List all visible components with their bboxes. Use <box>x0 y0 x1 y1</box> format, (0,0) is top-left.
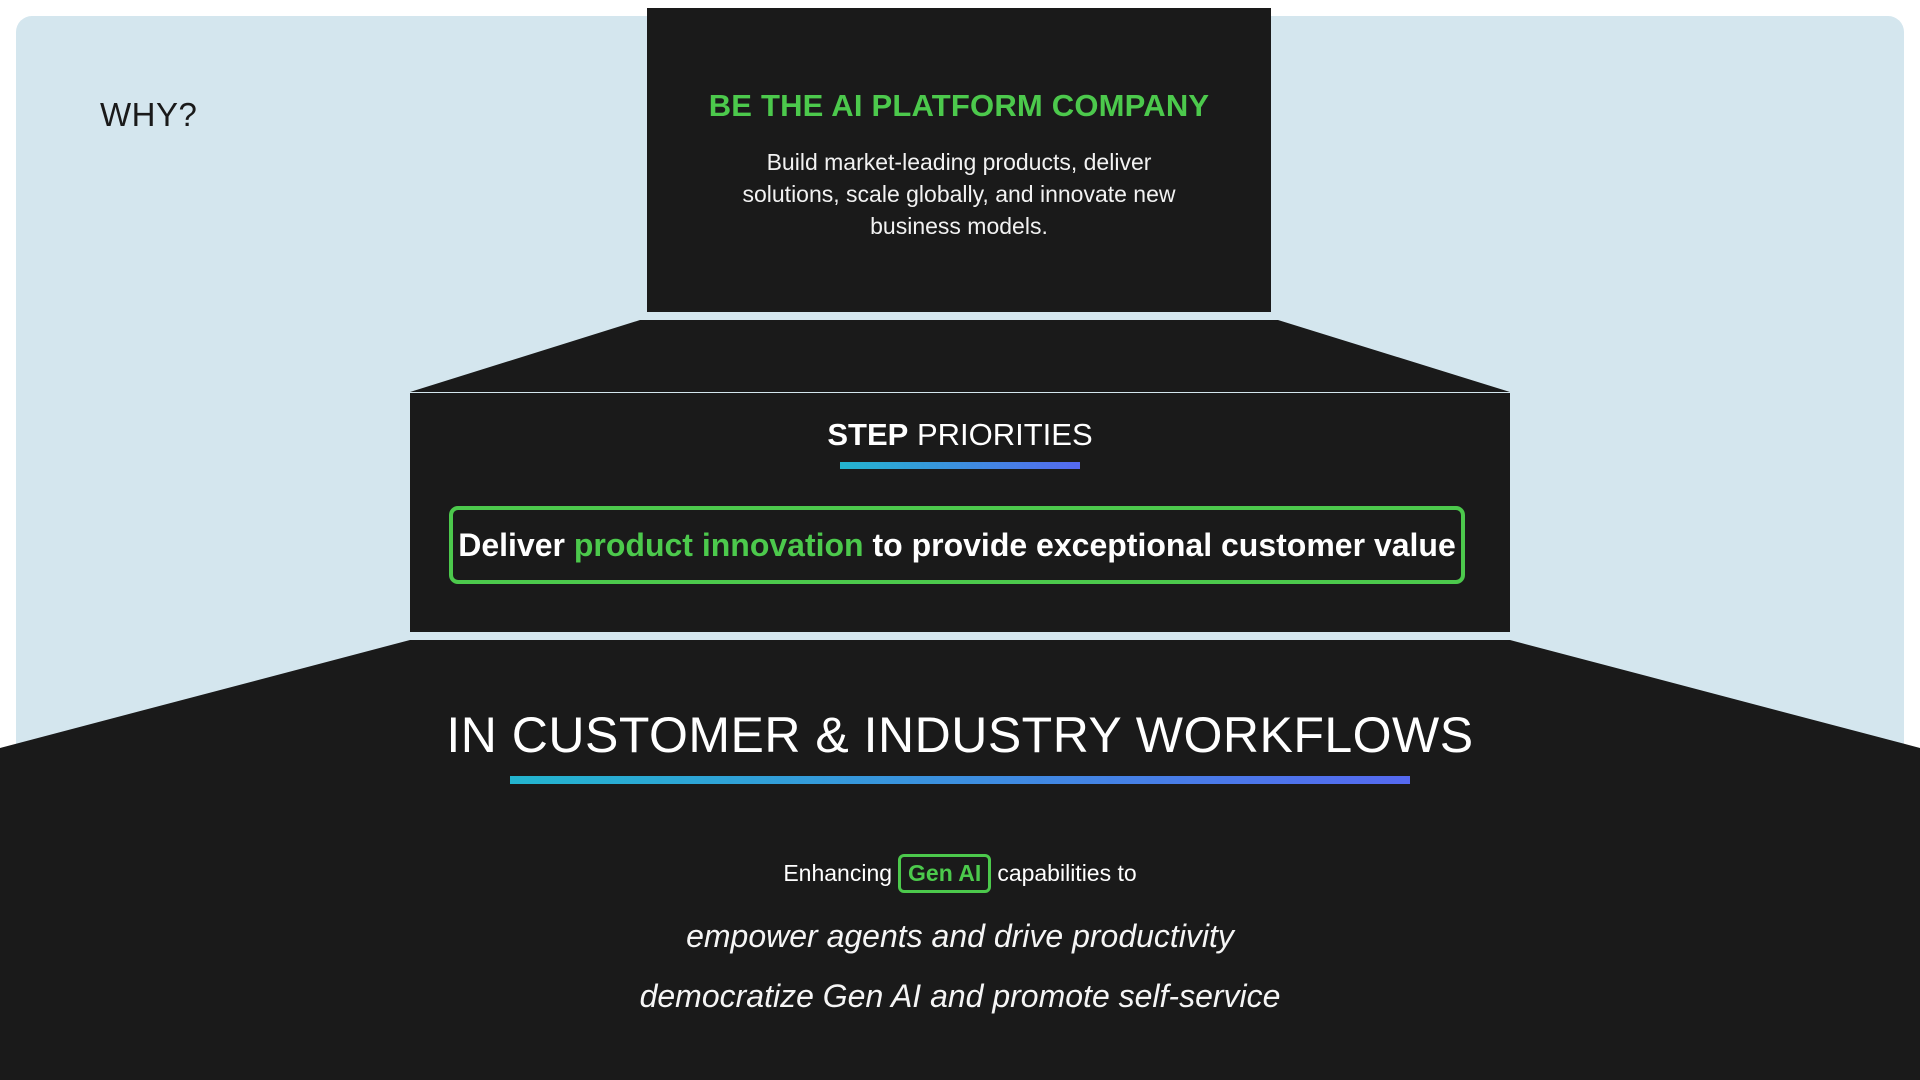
priority-statement: Deliver product innovation to provide ex… <box>449 506 1465 584</box>
why-label: WHY? <box>100 96 198 133</box>
workflows-title: IN CUSTOMER & INDUSTRY WORKFLOWS <box>446 707 1474 763</box>
middle-block <box>410 393 1510 632</box>
top-block <box>647 8 1271 312</box>
step-priorities-box: STEP PRIORITIES Deliver product innovati… <box>410 392 1510 632</box>
upper-connector <box>410 320 1510 392</box>
step-heading-strong: STEP <box>827 417 909 452</box>
top-goal-box: BE THE AI PLATFORM COMPANY Build market-… <box>647 8 1271 312</box>
enhancing-suffix: capabilities to <box>997 860 1137 886</box>
enhancing-prefix: Enhancing <box>783 860 893 886</box>
top-goal-description: Build market-leading products, deliver s… <box>742 149 1176 239</box>
benefit-line: empower agents and drive productivity <box>686 918 1234 954</box>
gen-ai-badge: Gen AI <box>898 854 992 893</box>
step-heading-underline <box>840 462 1080 469</box>
benefit-line: democratize Gen AI and promote self-serv… <box>639 978 1281 1014</box>
bottom-block <box>0 640 1920 1080</box>
workflows-underline <box>510 776 1410 784</box>
priority-highlight: product innovation <box>573 527 864 563</box>
priority-prefix: Deliver <box>458 527 565 563</box>
priority-suffix: to provide exceptional customer value <box>872 527 1456 563</box>
top-goal-title: BE THE AI PLATFORM COMPANY <box>708 88 1210 123</box>
step-priorities-heading: STEP PRIORITIES <box>827 417 1092 453</box>
step-heading-rest: PRIORITIES <box>916 417 1093 452</box>
